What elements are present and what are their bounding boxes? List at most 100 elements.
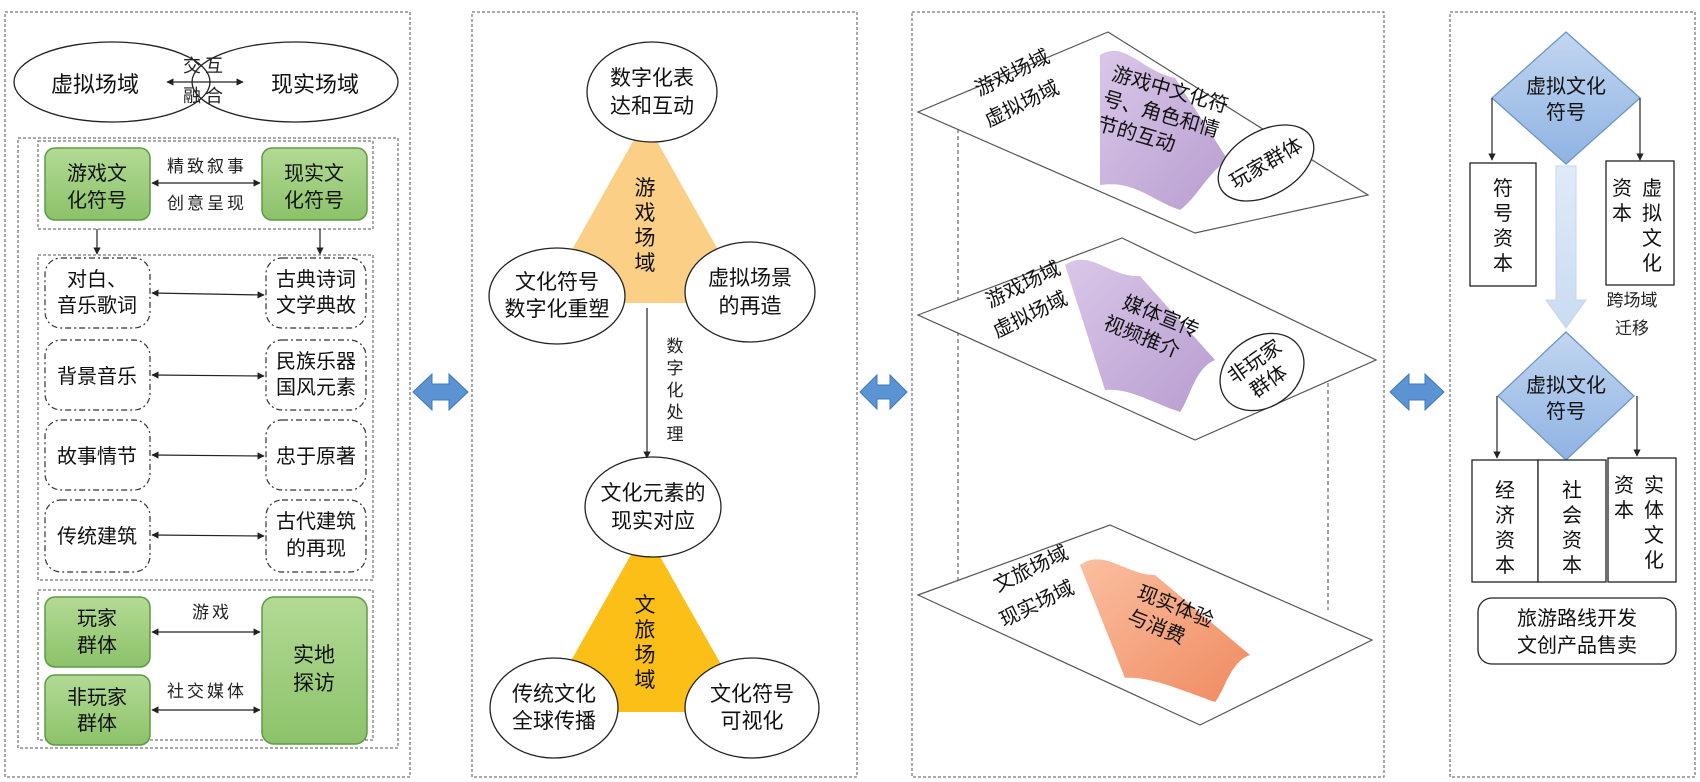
pair-2-left-line1: 背景音乐 bbox=[57, 364, 137, 388]
game-field-label: 游 戏 场 域 bbox=[635, 176, 656, 275]
svg-text:旅: 旅 bbox=[635, 618, 656, 642]
plane-3-flag bbox=[1080, 559, 1250, 702]
svg-text:化: 化 bbox=[667, 381, 684, 401]
groups-frame bbox=[37, 589, 374, 741]
game-arrow-label: 游戏 bbox=[192, 603, 232, 623]
svg-text:化: 化 bbox=[1642, 251, 1662, 275]
real-symbol-line1: 现实文 bbox=[284, 161, 344, 185]
svg-text:资: 资 bbox=[1562, 528, 1582, 552]
game-symbol-line1: 游戏文 bbox=[67, 161, 127, 185]
player-group-line2: 群体 bbox=[77, 633, 117, 657]
digital-expression-ellipse: 数字化表 达和互动 bbox=[586, 41, 718, 143]
svg-text:社: 社 bbox=[1562, 478, 1582, 502]
svg-text:文创产品售卖: 文创产品售卖 bbox=[1517, 633, 1637, 657]
svg-text:实: 实 bbox=[1644, 473, 1664, 497]
svg-text:本: 本 bbox=[1495, 553, 1515, 577]
field-ellipses: 虚拟场域 现实场域 交互 融合 bbox=[13, 41, 399, 123]
svg-text:数: 数 bbox=[667, 337, 684, 357]
field-visit-box: 实地 探访 bbox=[261, 596, 368, 745]
economic-capital-box: 经 济 资 本 bbox=[1471, 459, 1539, 583]
plane-3: 文旅场域 现实场域 现实体验 与消费 bbox=[916, 524, 1374, 726]
pair-4-right-line1: 古代建筑 bbox=[276, 509, 356, 533]
svg-text:处: 处 bbox=[667, 403, 684, 423]
svg-text:化: 化 bbox=[1644, 548, 1664, 572]
svg-text:文化元素的: 文化元素的 bbox=[601, 481, 706, 505]
pair-1-left-line1: 对白、 bbox=[67, 267, 127, 291]
virtual-scene-ellipse: 虚拟场景 的再造 bbox=[684, 241, 816, 343]
game-symbol-line2: 化符号 bbox=[67, 188, 127, 212]
svg-text:文: 文 bbox=[635, 593, 656, 617]
svg-text:传统文化: 传统文化 bbox=[512, 682, 596, 706]
cultural-correspondence-ellipse: 文化元素的 现实对应 bbox=[584, 456, 722, 558]
plane-1-flag bbox=[1100, 50, 1228, 211]
process-label: 数 字 化 处 理 bbox=[667, 337, 684, 445]
svg-text:文化符号: 文化符号 bbox=[710, 682, 794, 706]
pair-3-left-line1: 故事情节 bbox=[57, 444, 137, 468]
svg-text:资: 资 bbox=[1495, 528, 1515, 552]
pair-3-right-line1: 忠于原著 bbox=[276, 444, 356, 468]
panel-1: 虚拟场域 现实场域 交互 融合 游戏文 化符号 现实文 化符号 精致叙事 创意呈… bbox=[4, 11, 411, 778]
virtual-symbol-diamond-1: 虚拟文化 符号 bbox=[1491, 31, 1641, 165]
nonplayer-group-line1: 非玩家 bbox=[67, 685, 127, 709]
virtual-field-label: 虚拟场域 bbox=[51, 73, 139, 98]
pair-2-right-line2: 国风元素 bbox=[276, 375, 356, 399]
tour-field-triangle bbox=[542, 530, 748, 712]
svg-text:理: 理 bbox=[667, 425, 684, 445]
svg-text:虚拟文化: 虚拟文化 bbox=[1526, 373, 1606, 397]
svg-text:的再造: 的再造 bbox=[719, 294, 782, 318]
svg-text:文化符号: 文化符号 bbox=[515, 270, 599, 294]
panel-2: 游 戏 场 域 文 旅 场 域 数字化表 达和互动 文化符号 数字化重塑 虚拟场… bbox=[471, 11, 858, 778]
social-arrow-label: 社交媒体 bbox=[167, 682, 247, 702]
pair-1-left-line2: 音乐歌词 bbox=[57, 293, 137, 317]
migration-label-2: 迁移 bbox=[1615, 319, 1649, 339]
pair-2-right-line1: 民族乐器 bbox=[276, 349, 356, 373]
svg-text:场: 场 bbox=[635, 226, 656, 250]
svg-text:戏: 戏 bbox=[635, 201, 656, 225]
svg-text:数字化重塑: 数字化重塑 bbox=[505, 297, 610, 321]
svg-text:符号: 符号 bbox=[1546, 399, 1586, 423]
svg-text:域: 域 bbox=[635, 251, 656, 275]
player-group-ellipse bbox=[1217, 124, 1315, 202]
nonplayer-group-line2: 群体 bbox=[77, 711, 117, 735]
svg-text:可视化: 可视化 bbox=[721, 709, 784, 733]
symbols-inner-frame bbox=[37, 140, 374, 230]
virtual-symbol-diamond-2: 虚拟文化 符号 bbox=[1497, 331, 1635, 461]
svg-text:体: 体 bbox=[1644, 498, 1664, 522]
pairs-frame bbox=[37, 254, 374, 581]
player-group-line1: 玩家 bbox=[77, 606, 117, 630]
interaction-label: 交互 bbox=[183, 56, 227, 77]
symbol-reshape-ellipse: 文化符号 数字化重塑 bbox=[488, 247, 626, 345]
player-group-box: 玩家 群体 bbox=[44, 596, 151, 668]
real-symbol-line2: 化符号 bbox=[284, 188, 344, 212]
social-capital-box: 社 会 资 本 bbox=[1537, 459, 1607, 583]
svg-text:本: 本 bbox=[1612, 201, 1632, 225]
physical-cultural-capital-box: 资 本 实 体 文 化 bbox=[1607, 457, 1677, 583]
svg-text:本: 本 bbox=[1614, 498, 1634, 522]
panel-3: 游戏场域 虚拟场域 游戏中文化符 号、角色和情 节的互动 玩家群体 游戏场域 虚… bbox=[911, 11, 1385, 778]
svg-text:号: 号 bbox=[1493, 201, 1513, 225]
virtual-cultural-capital-box: 资 本 虚 拟 文 化 bbox=[1605, 160, 1675, 286]
narrative-label: 精致叙事 bbox=[167, 157, 247, 177]
pair-4-right-line2: 的再现 bbox=[286, 536, 346, 560]
pair-row-4: 传统建筑 古代建筑 的再现 bbox=[44, 499, 367, 573]
tour-field-label: 文 旅 场 域 bbox=[635, 593, 656, 692]
double-arrow-1 bbox=[412, 372, 469, 412]
symbol-capital-box: 符 号 资 本 bbox=[1469, 162, 1537, 287]
svg-text:旅游路线开发: 旅游路线开发 bbox=[1517, 606, 1637, 630]
pair-1-right-line2: 文学典故 bbox=[276, 293, 356, 317]
game-symbol-box: 游戏文 化符号 bbox=[44, 147, 151, 221]
svg-text:本: 本 bbox=[1562, 553, 1582, 577]
tourism-products-box: 旅游路线开发 文创产品售卖 bbox=[1477, 597, 1677, 665]
migration-arrow bbox=[1545, 165, 1587, 329]
svg-text:资: 资 bbox=[1493, 226, 1513, 250]
svg-text:达和互动: 达和互动 bbox=[610, 94, 694, 118]
pair-1-right-line1: 古典诗词 bbox=[276, 267, 356, 291]
pair-row-3: 故事情节 忠于原著 bbox=[44, 419, 367, 491]
svg-text:虚拟文化: 虚拟文化 bbox=[1526, 74, 1606, 98]
symbols-dashed-group bbox=[17, 137, 399, 749]
pair-row-1: 对白、 音乐歌词 古典诗词 文学典故 bbox=[44, 257, 367, 329]
svg-text:拟: 拟 bbox=[1642, 201, 1662, 225]
real-symbol-box: 现实文 化符号 bbox=[261, 147, 368, 221]
svg-text:资: 资 bbox=[1614, 473, 1634, 497]
